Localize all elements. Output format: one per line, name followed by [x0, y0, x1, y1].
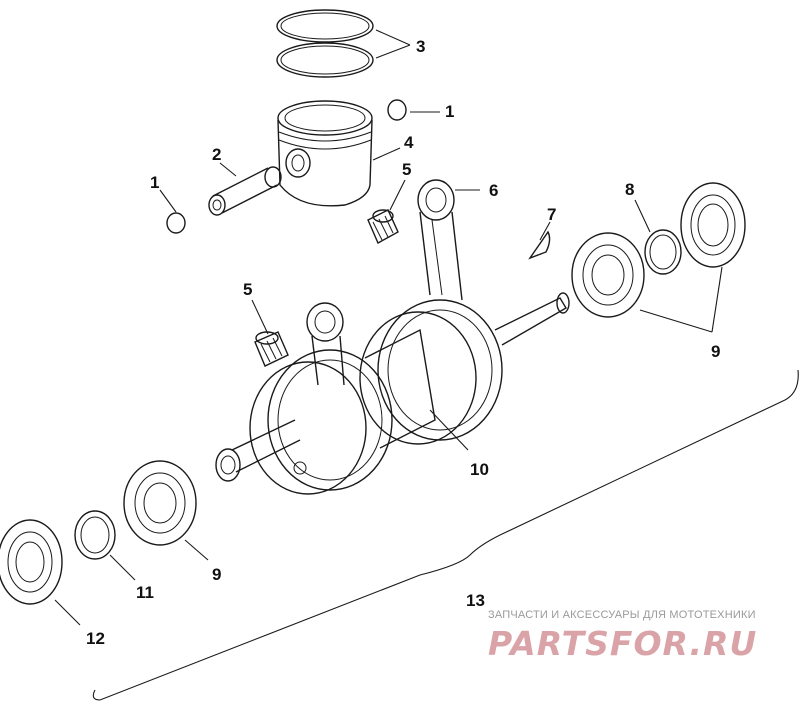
callout-13: 13: [466, 591, 485, 610]
callout-6: 6: [489, 181, 498, 200]
seal-right: [680, 182, 746, 268]
callout-1-right: 1: [445, 102, 454, 121]
circlip-right: [387, 99, 407, 121]
callout-1-left: 1: [150, 173, 159, 192]
callout-4: 4: [404, 133, 414, 152]
thrust-ring-left: [74, 510, 116, 560]
connecting-rod-upper: [417, 179, 463, 301]
leader-lines: [54, 29, 723, 626]
watermark-logo: PARTSFOR.RU: [488, 624, 758, 663]
callout-12: 12: [86, 629, 105, 648]
callout-2: 2: [212, 145, 221, 164]
needle-bearing-upper: [367, 209, 399, 244]
piston-rings: [276, 9, 374, 78]
piston: [277, 100, 373, 207]
callout-8: 8: [625, 180, 634, 199]
callout-3: 3: [416, 37, 425, 56]
callout-5-upper: 5: [402, 160, 411, 179]
callout-7: 7: [547, 205, 556, 224]
bearing-right: [571, 232, 645, 318]
piston-pin: [208, 166, 282, 216]
watermark-caption: ЗАПЧАСТИ И АКСЕССУАРЫ ДЛЯ МОТОТЕХНИКИ: [488, 609, 756, 621]
callout-11: 11: [136, 583, 154, 602]
woodruff-key: [528, 230, 551, 260]
seal-left: [0, 519, 63, 605]
circlip-left: [166, 212, 186, 234]
needle-bearing-lower: [254, 331, 289, 367]
crankshaft: [215, 292, 570, 495]
thrust-ring-right: [644, 229, 682, 275]
callout-9-left: 9: [212, 565, 221, 584]
assembly-brace: [92, 369, 799, 701]
callout-9-right: 9: [711, 342, 720, 361]
bearing-left: [123, 460, 197, 546]
connecting-rod-lower: [306, 302, 345, 386]
callout-5-lower: 5: [243, 280, 252, 299]
callout-10: 10: [470, 460, 489, 479]
